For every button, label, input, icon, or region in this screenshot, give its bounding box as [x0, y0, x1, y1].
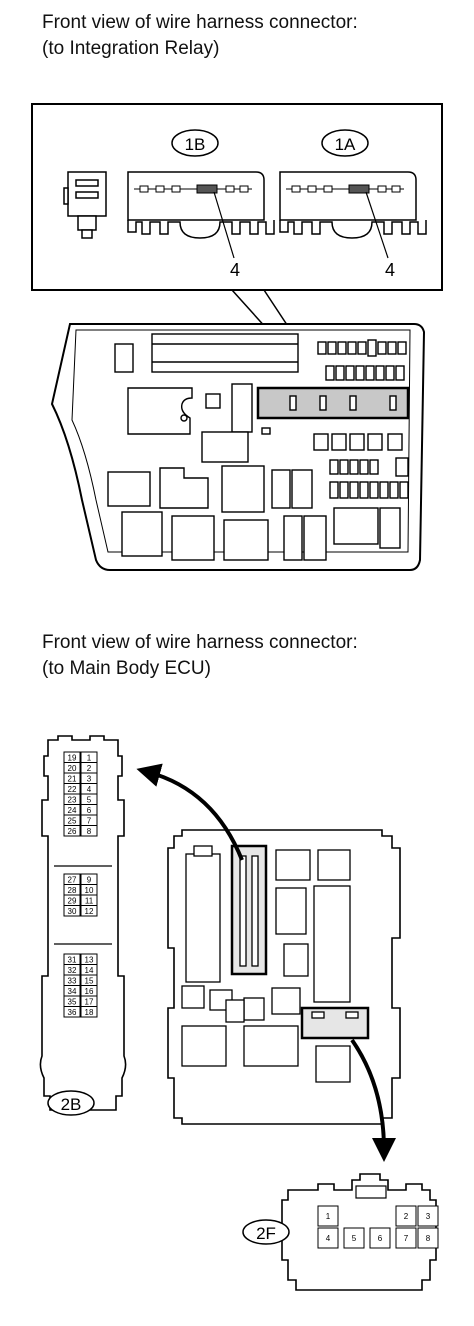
caption-line-2: (to Integration Relay) — [42, 38, 220, 59]
pin-number: 3 — [87, 774, 92, 783]
arrow-to-2b — [136, 763, 244, 861]
pin-cell — [80, 825, 98, 837]
connector-label-1b: 1B — [185, 135, 206, 154]
pin-number: 5 — [87, 795, 92, 804]
label-oval — [321, 129, 369, 157]
pin-number: 19 — [68, 753, 77, 762]
pin-cell — [63, 825, 81, 837]
pin-grid-2f: 1 2 3 4 5 6 7 8 — [317, 1205, 439, 1249]
pin-number: 7 — [87, 816, 92, 825]
pin-cell — [417, 1205, 439, 1227]
pin-number: 16 — [85, 987, 94, 996]
pin-cell — [63, 905, 81, 917]
pin-callout-1a: 4 — [385, 260, 395, 280]
pin-number: 20 — [68, 764, 77, 773]
label-oval — [242, 1219, 290, 1245]
pin-number: 23 — [68, 795, 77, 804]
caption-line-2: (to Main Body ECU) — [42, 658, 211, 679]
pin-cell — [369, 1227, 391, 1249]
pin-number: 1 — [326, 1212, 331, 1221]
pin-cell — [317, 1205, 339, 1227]
connector-label-1a: 1A — [335, 135, 356, 154]
pin-grid-2b: 19 1 20 2 21 3 22 4 23 5 24 6 25 7 26 8 27 9 28 10 29 11 30 12 3… — [63, 751, 98, 1018]
pin-number: 2 — [87, 764, 92, 773]
integration-relay-block — [50, 323, 426, 571]
arrow-to-2f — [350, 1038, 396, 1162]
pin-cell — [80, 905, 98, 917]
highlighted-connector — [256, 386, 410, 420]
side-connector — [63, 171, 107, 239]
pin-number: 31 — [68, 955, 77, 964]
pin-number: 36 — [68, 1008, 77, 1017]
pin-number: 32 — [68, 966, 77, 975]
pin-number: 14 — [85, 966, 94, 975]
pin-number: 30 — [68, 907, 77, 916]
pin-callout-1b: 4 — [230, 260, 240, 280]
label-oval — [47, 1090, 95, 1116]
pin-number: 27 — [68, 875, 77, 884]
connector-2b: 19 1 20 2 21 3 22 4 23 5 24 6 25 7 26 8 27 9 28 10 29 11 30 12 3… — [39, 735, 127, 1116]
pin-number: 3 — [426, 1212, 431, 1221]
pin-number: 8 — [87, 827, 92, 836]
pin-cell — [395, 1205, 417, 1227]
pin-number: 24 — [68, 806, 77, 815]
pin-number: 6 — [87, 806, 92, 815]
pin-number: 34 — [68, 987, 77, 996]
pin-number: 7 — [404, 1234, 409, 1243]
pin-number: 2 — [404, 1212, 409, 1221]
pin-cell — [417, 1227, 439, 1249]
pin-number: 15 — [85, 976, 94, 985]
highlighted-connector — [230, 844, 268, 976]
pin-number: 17 — [85, 997, 94, 1006]
pin-number: 28 — [68, 886, 77, 895]
pin-number: 21 — [68, 774, 77, 783]
caption-line-1: Front view of wire harness connector: — [42, 632, 358, 653]
pin-number: 13 — [85, 955, 94, 964]
pin-4-highlight — [196, 184, 218, 194]
connector-1b: 1B 4 — [127, 129, 275, 280]
pin-number: 4 — [87, 785, 92, 794]
pin-cell — [343, 1227, 365, 1249]
pin-cell — [395, 1227, 417, 1249]
pin-number: 25 — [68, 816, 77, 825]
pin-number: 22 — [68, 785, 77, 794]
pin-cell — [317, 1227, 339, 1249]
pin-cell — [63, 1006, 81, 1018]
connector-label-2b: 2B — [61, 1095, 82, 1114]
pin-number: 5 — [352, 1234, 357, 1243]
main-body-ecu-block — [167, 829, 401, 1125]
caption-integration-relay: Front view of wire harness connector: (t… — [42, 10, 358, 62]
pin-cell — [80, 1006, 98, 1018]
pin-number: 11 — [85, 896, 94, 905]
pin-number: 8 — [426, 1234, 431, 1243]
pin-number: 6 — [378, 1234, 383, 1243]
pin-number: 12 — [85, 907, 94, 916]
label-oval — [171, 129, 219, 157]
connector-2f: 1 2 3 4 5 6 7 8 2F — [242, 1173, 439, 1291]
pin-number: 1 — [87, 753, 92, 762]
caption-line-1: Front view of wire harness connector: — [42, 12, 358, 33]
pin-number: 4 — [326, 1234, 331, 1243]
pin-number: 10 — [85, 886, 94, 895]
pin-number: 26 — [68, 827, 77, 836]
pin-4-highlight — [348, 184, 370, 194]
connector-label-2f: 2F — [256, 1224, 276, 1243]
pin-number: 29 — [68, 896, 77, 905]
pin-number: 18 — [85, 1008, 94, 1017]
pin-number: 35 — [68, 997, 77, 1006]
connector-1a: 1A 4 — [279, 129, 427, 280]
pin-number: 33 — [68, 976, 77, 985]
pin-number: 9 — [87, 875, 92, 884]
caption-main-body-ecu: Front view of wire harness connector: (t… — [42, 630, 358, 682]
